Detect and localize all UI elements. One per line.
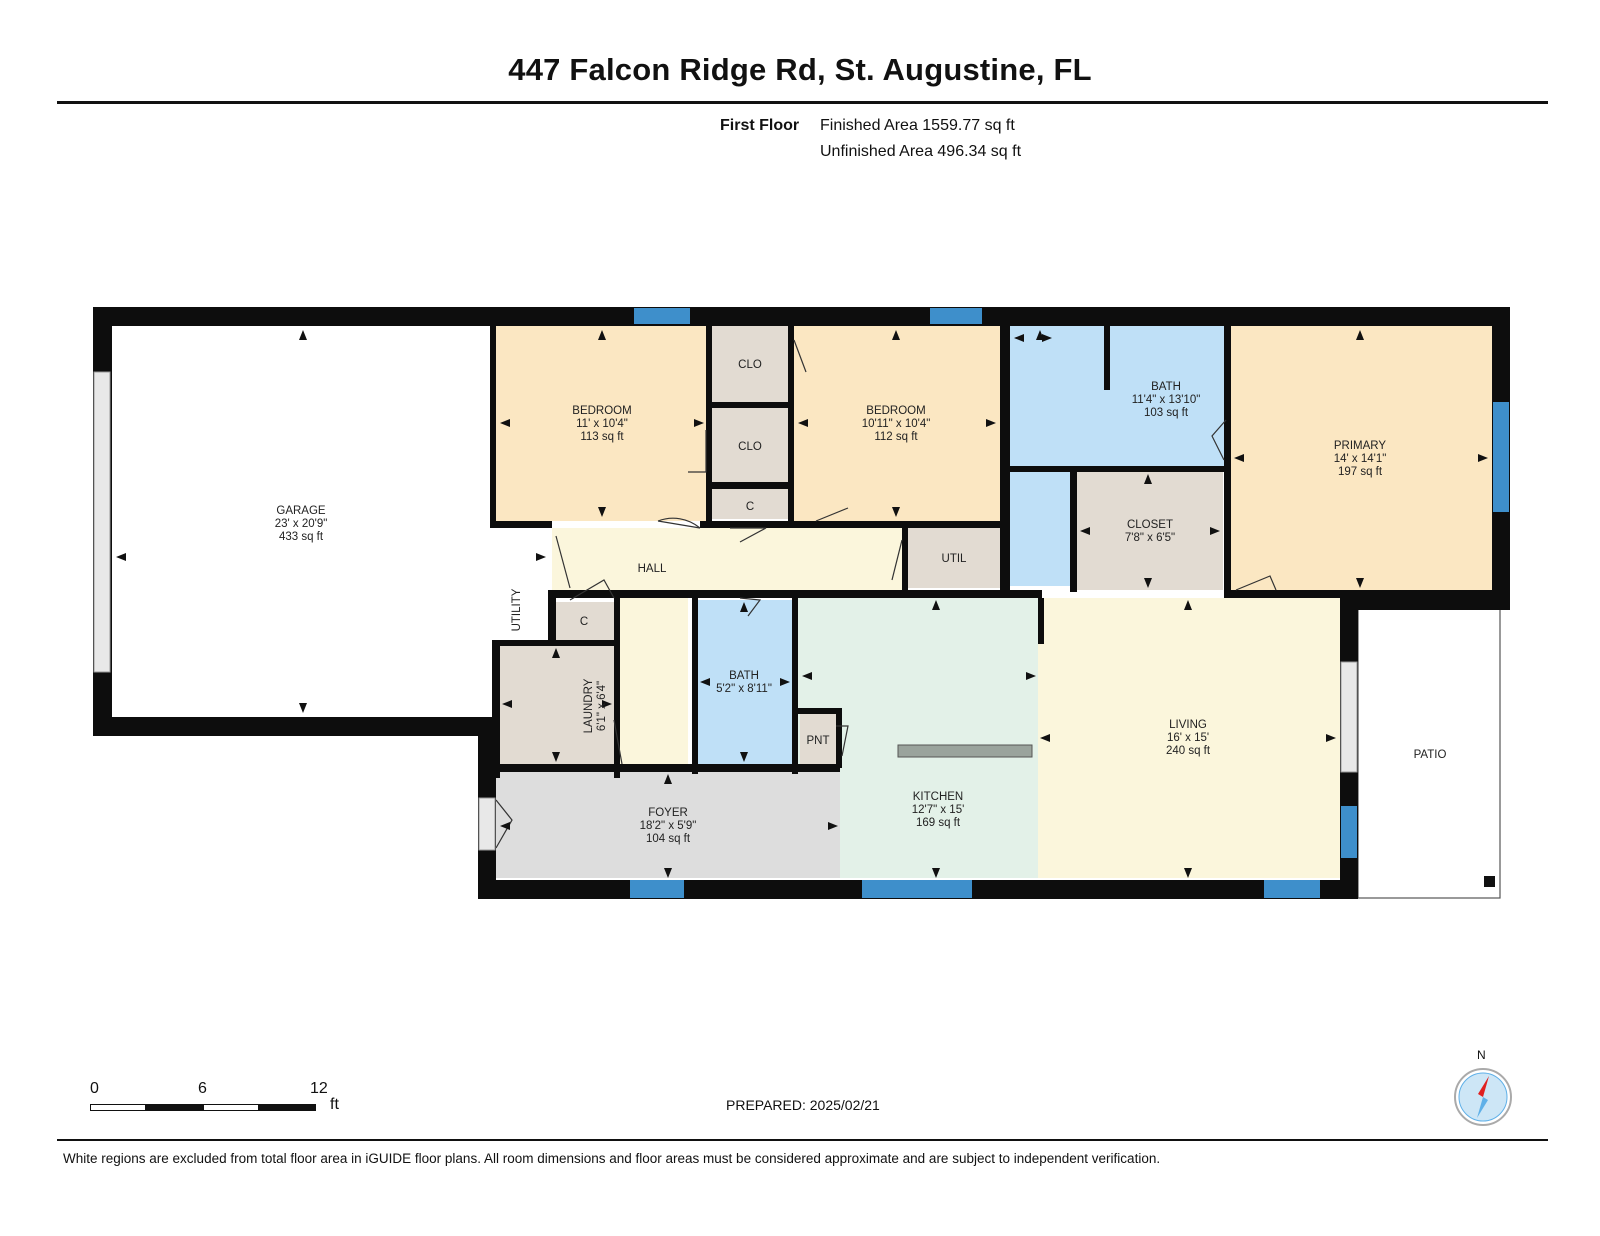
prepared-date: PREPARED: 2025/02/21 [726, 1097, 880, 1113]
bedroom2-name: BEDROOM [866, 405, 925, 417]
laundry-floor [500, 646, 614, 764]
scale-segment-2 [146, 1104, 203, 1111]
clo2-name: CLO [738, 441, 762, 453]
closet-floor [1077, 472, 1223, 590]
hall-floor [552, 528, 902, 590]
foyer-area: 104 sq ft [646, 833, 691, 845]
util-floor [908, 528, 1000, 588]
bath1-area: 103 sq ft [1144, 407, 1189, 419]
utility-name: UTILITY [511, 588, 523, 631]
compass-icon [1454, 1068, 1512, 1126]
scale-segment-3 [203, 1104, 259, 1111]
scale-mark-6: 6 [198, 1080, 207, 1097]
patio-name: PATIO [1414, 749, 1447, 761]
scale-segment-4 [259, 1104, 316, 1111]
title-divider [57, 101, 1548, 104]
openings [93, 371, 1358, 851]
pnt-name: PNT [807, 735, 830, 747]
dimension-arrows [116, 330, 1488, 878]
room-labels: GARAGE 23' x 20'9" 433 sq ft BEDROOM 11'… [275, 359, 1447, 845]
c1-name: C [746, 501, 754, 513]
patio-post [1484, 876, 1495, 887]
foyer-floor [496, 772, 840, 878]
bath1-name: BATH [1151, 381, 1181, 393]
c1-floor [712, 489, 788, 519]
living-area: 240 sq ft [1166, 745, 1211, 757]
bath2-floor [698, 600, 792, 764]
bedroom1-area: 113 sq ft [580, 431, 624, 443]
living-floor [1038, 598, 1340, 878]
clo1-floor [712, 326, 788, 402]
windows [630, 308, 1509, 898]
kitchen-dims: 12'7" x 15' [912, 804, 965, 816]
compass: N [1448, 1048, 1518, 1128]
bath1-dims: 11'4" x 13'10" [1132, 394, 1201, 406]
scale-segment-1 [90, 1104, 146, 1111]
primary-area: 197 sq ft [1338, 466, 1383, 478]
laundry-dims: 6'1" x 6'4" [596, 681, 608, 731]
floor-label: First Floor [720, 117, 800, 134]
scale-unit: ft [330, 1096, 339, 1113]
compass-north-label: N [1477, 1048, 1486, 1062]
bath1-floor [1010, 326, 1225, 466]
primary-name: PRIMARY [1334, 440, 1387, 452]
scale-mark-12: 12 [310, 1080, 328, 1097]
bedroom2-floor [794, 326, 1000, 521]
bedroom2-area: 112 sq ft [874, 431, 918, 443]
living-name: LIVING [1169, 719, 1207, 731]
footer-divider [57, 1139, 1548, 1141]
primary-floor [1230, 326, 1492, 590]
primary-dims: 14' x 14'1" [1334, 453, 1387, 465]
closet-dims: 7'8" x 6'5" [1125, 532, 1175, 544]
unfinished-area: Unfinished Area 496.34 sq ft [820, 143, 1022, 160]
hall-floor-lower [620, 590, 688, 768]
kitchen-area: 169 sq ft [916, 817, 961, 829]
foyer-dims: 18'2" x 5'9" [640, 820, 697, 832]
bath2-dims: 5'2" x 8'11" [716, 683, 772, 695]
clo1-name: CLO [738, 359, 762, 371]
util-name: UTIL [942, 553, 968, 565]
garage-dims: 23' x 20'9" [275, 518, 328, 530]
kitchen-counter [897, 744, 1033, 758]
closet-name: CLOSET [1127, 519, 1173, 531]
door-swings [495, 339, 1277, 849]
interior-walls [490, 318, 1351, 778]
finished-area: Finished Area 1559.77 sq ft [820, 117, 1015, 134]
foyer-name: FOYER [648, 807, 688, 819]
bedroom2-dims: 10'11" x 10'4" [862, 418, 931, 430]
clo2-floor [712, 408, 788, 482]
disclaimer: White regions are excluded from total fl… [63, 1151, 1161, 1166]
garage-name: GARAGE [276, 505, 326, 517]
pnt-floor [800, 714, 836, 764]
garage-floor [110, 318, 490, 698]
garage-area: 433 sq ft [279, 531, 324, 543]
laundry-name: LAUNDRY [583, 678, 595, 733]
c2-floor [556, 602, 614, 640]
hall-name: HALL [638, 563, 667, 575]
c2-name: C [580, 616, 588, 628]
bedroom1-floor [496, 326, 706, 521]
page-title: 447 Falcon Ridge Rd, St. Augustine, FL [508, 52, 1092, 87]
bath1-alcove [1010, 470, 1070, 586]
living-dims: 16' x 15' [1167, 732, 1209, 744]
area-values: Finished Area 1559.77 sq ft Unfinished A… [820, 113, 1021, 165]
bedroom1-name: BEDROOM [572, 405, 631, 417]
bath2-name: BATH [729, 670, 759, 682]
bedroom1-dims: 11' x 10'4" [576, 418, 628, 430]
kitchen-name: KITCHEN [913, 791, 963, 803]
scale-bar: 0 6 12 ft [88, 1080, 358, 1114]
scale-mark-0: 0 [90, 1080, 99, 1097]
